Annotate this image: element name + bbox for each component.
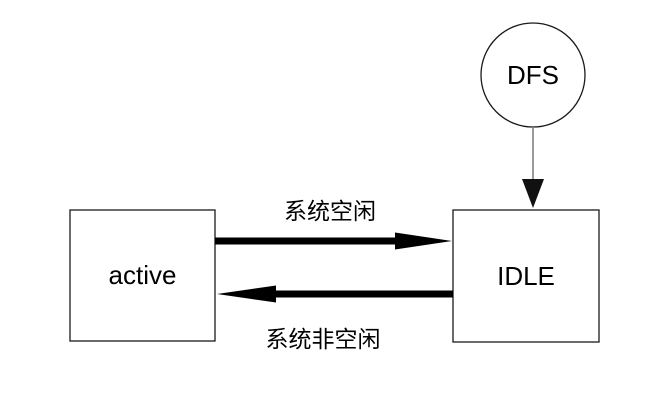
idle-node-rect bbox=[452, 209, 600, 343]
idle-node-label: IDLE bbox=[497, 261, 555, 291]
idle-to-active-arrow bbox=[217, 285, 453, 303]
dfs-to-idle-arrowhead-icon bbox=[522, 179, 544, 208]
idle-to-active-edge-label: 系统非空闲 bbox=[266, 326, 381, 352]
active-to-idle-edge-label: 系统空闲 bbox=[284, 198, 376, 224]
active-node-rect bbox=[69, 209, 216, 342]
active-node-label: active bbox=[109, 260, 177, 290]
active-to-idle-arrow bbox=[215, 232, 452, 250]
dfs-node-label: DFS bbox=[507, 60, 559, 90]
